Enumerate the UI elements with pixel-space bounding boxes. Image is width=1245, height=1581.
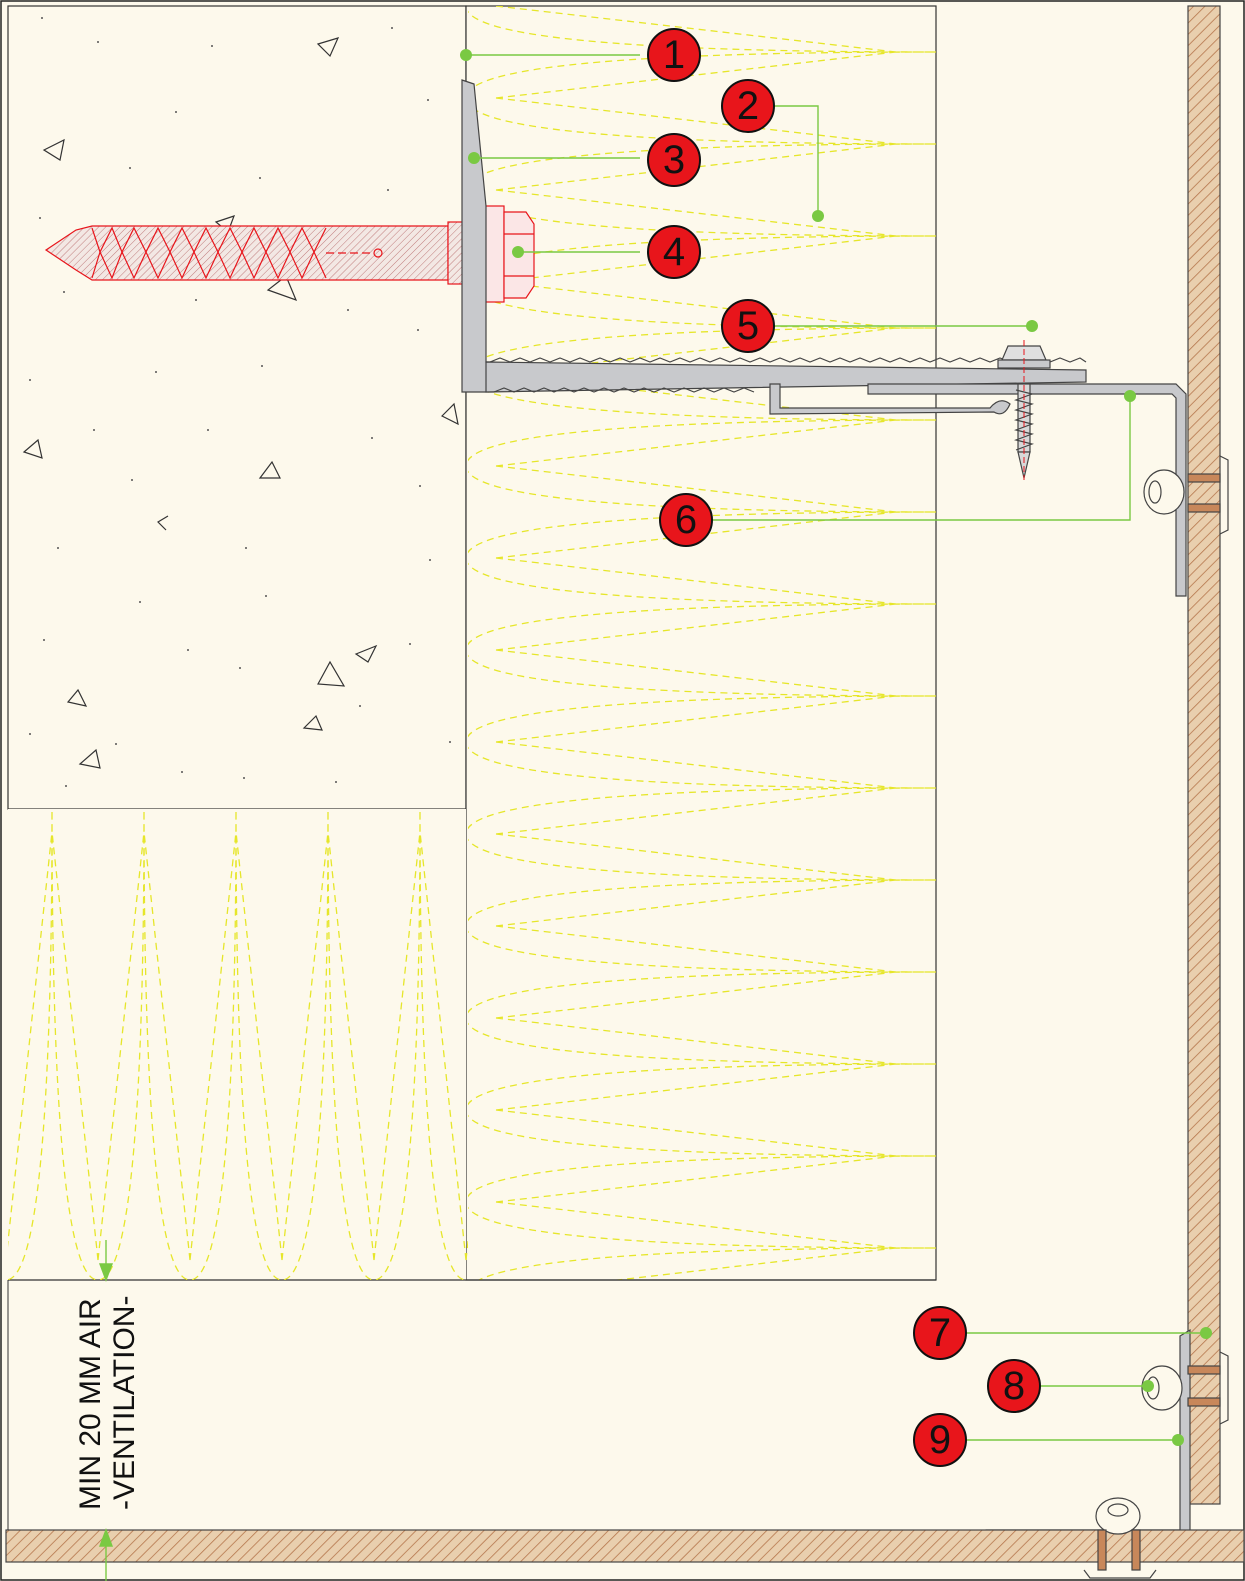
callout-8: 8: [987, 1359, 1041, 1413]
callout-8-label: 8: [1003, 1364, 1025, 1408]
soffit-panel: [5, 1529, 1245, 1563]
rivet-lower: [1141, 1351, 1229, 1425]
rivet-soffit: [1083, 1497, 1157, 1579]
leader-dots: [460, 49, 1212, 1446]
callout-3: 3: [647, 133, 701, 187]
ventilation-label-line1: MIN 20 MM AIR: [74, 1298, 107, 1510]
leader-lines: [466, 54, 1206, 1441]
callout-2: 2: [721, 79, 775, 133]
ventilation-label-line2: -VENTILATION-: [108, 1296, 141, 1510]
self-drilling-screw: [997, 340, 1051, 480]
callout-9-label: 9: [929, 1418, 951, 1462]
callout-5-label: 5: [737, 304, 759, 348]
rivet-upper: [1143, 455, 1229, 535]
cladding-profile: [769, 383, 1187, 597]
callout-7-label: 7: [929, 1311, 951, 1355]
callout-3-label: 3: [663, 138, 685, 182]
callout-4-label: 4: [663, 230, 685, 274]
callout-6: 6: [659, 493, 713, 547]
callout-5: 5: [721, 299, 775, 353]
callout-1-label: 1: [663, 33, 685, 77]
callout-9: 9: [913, 1413, 967, 1467]
cladding-panel-vertical: [1187, 5, 1221, 1505]
callout-1: 1: [647, 28, 701, 82]
callout-2-label: 2: [737, 84, 759, 128]
callout-6-label: 6: [675, 498, 697, 542]
insulation-lower: [8, 809, 936, 1281]
callout-7: 7: [913, 1306, 967, 1360]
callout-4: 4: [647, 225, 701, 279]
aggregate-dots: [29, 17, 451, 787]
anchor-bolt: [44, 205, 535, 303]
ventilation-dimension: [7, 1240, 114, 1581]
insulation-upper: [465, 5, 937, 1281]
concrete-wall: [7, 5, 467, 810]
